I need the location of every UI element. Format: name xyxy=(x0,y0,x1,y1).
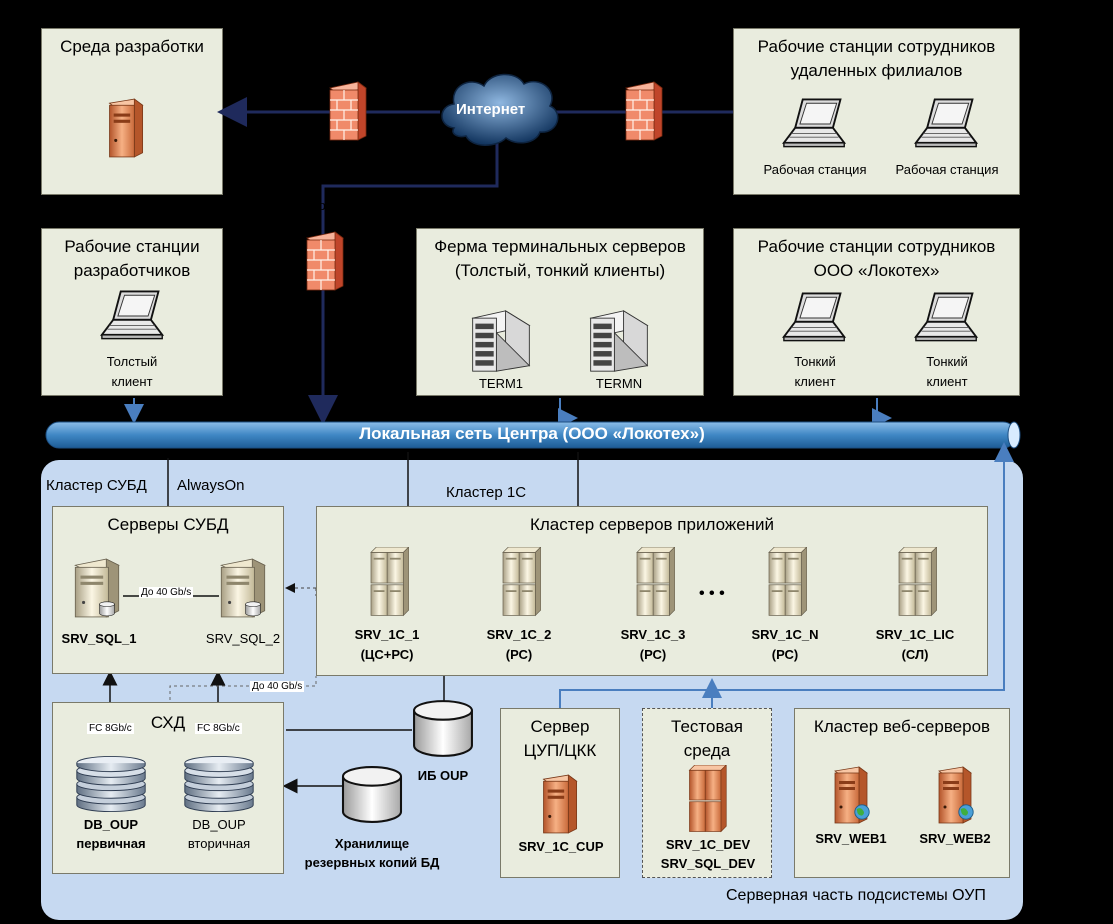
rack-server-icon xyxy=(636,547,675,616)
test-env-box: Тестовая среда SRV_1C_DEV SRV_SQL_DEV xyxy=(642,708,772,878)
app-server-role: (ЦС+РС) xyxy=(360,647,414,662)
database-icon xyxy=(245,601,261,617)
ellipsis: • • • xyxy=(699,585,725,602)
db-storage-icon xyxy=(184,755,254,813)
thin-client-2-line1: Тонкий xyxy=(926,354,968,369)
dev-ws-box: Рабочие станции разработчиков Толстый кл… xyxy=(41,228,223,396)
db1-name: DB_OUP xyxy=(83,817,139,832)
remote-ws-box: Рабочие станции сотрудников удаленных фи… xyxy=(733,28,1020,195)
sql-speed-label: До 40 Gb/s xyxy=(139,587,194,598)
db2-name: DB_OUP xyxy=(192,817,246,832)
database-icon xyxy=(99,601,115,617)
db1-role: первичная xyxy=(76,836,146,851)
ib-database-icon xyxy=(413,700,473,757)
lan-pipe xyxy=(45,421,1021,449)
cluster-dbms-label: Кластер СУБД xyxy=(46,477,147,494)
local-ws-title-2: ООО «Локотех» xyxy=(813,261,940,280)
db2-role: вторичная xyxy=(187,836,251,851)
rack-server-icon xyxy=(370,547,409,616)
test-env-title-2: среда xyxy=(683,741,731,760)
app-cluster-box: Кластер серверов приложений • • • SRV_1C… xyxy=(316,506,988,676)
firewall-label: Сетевой экран xyxy=(287,52,376,67)
server-part-label: Серверная часть подсистемы ОУП xyxy=(726,887,986,904)
rack-server-icon xyxy=(898,547,937,616)
firewall-label: Сетевой экран xyxy=(252,198,341,213)
fc-label-2: FC 8Gb/c xyxy=(195,723,242,734)
cup-server-name: SRV_1C_CUP xyxy=(518,839,604,854)
cup-title-2: ЦУП/ЦКК xyxy=(523,741,597,760)
dev-env-title: Среда разработки xyxy=(60,37,204,56)
db-server-icon xyxy=(74,558,120,618)
alwayson-label: AlwaysOn xyxy=(177,477,245,494)
globe-icon xyxy=(958,804,974,820)
storage-title: СХД xyxy=(150,713,186,732)
dev-env-box: Среда разработки xyxy=(41,28,223,195)
storage-box: СХД FC 8Gb/c FC 8Gb/c DB_OUP первичная D… xyxy=(52,702,284,874)
test-env-title-1: Тестовая xyxy=(671,717,743,736)
test-server-name-1: SRV_1C_DEV xyxy=(665,837,751,852)
ib-oup-label: ИБ OUP xyxy=(417,768,469,783)
fc-label-1: FC 8Gb/c xyxy=(87,723,134,734)
rack-server-icon xyxy=(502,547,541,616)
test-server-icon xyxy=(689,765,727,832)
lan-label: Локальная сеть Центра (ООО «Локотех») xyxy=(359,424,705,443)
db-servers-box: Серверы СУБД До 40 Gb/s SRV_SQL_1 SRV_SQ… xyxy=(52,506,284,674)
remote-ws-title-1: Рабочие станции сотрудников xyxy=(757,37,996,56)
app-server-role: (РС) xyxy=(505,647,533,662)
thin-client-1-line1: Тонкий xyxy=(794,354,836,369)
cloud-icon xyxy=(441,73,559,146)
web1-label: SRV_WEB1 xyxy=(815,831,887,846)
terminal-farm-title-2: (Толстый, тонкий клиенты) xyxy=(454,261,666,280)
term1-label: TERM1 xyxy=(478,376,524,391)
rack-server-icon xyxy=(768,547,807,616)
remote-ws-label-2: Рабочая станция xyxy=(895,162,999,177)
backup-storage-icon xyxy=(341,766,403,823)
app-cluster-title: Кластер серверов приложений xyxy=(529,515,775,534)
thin-client-1-line2: клиент xyxy=(794,374,836,389)
remote-ws-label-1: Рабочая станция xyxy=(763,162,867,177)
local-ws-box: Рабочие станции сотрудников ООО «Локотех… xyxy=(733,228,1020,396)
terminal-farm-title-1: Ферма терминальных серверов xyxy=(434,237,686,256)
thin-client-2-line2: клиент xyxy=(926,374,968,389)
dev-ws-title-2: разработчиков xyxy=(73,261,191,280)
internet-label: Интернет xyxy=(456,101,526,118)
sql1-label: SRV_SQL_1 xyxy=(61,631,137,646)
terminal-farm-box: Ферма терминальных серверов (Толстый, то… xyxy=(416,228,704,396)
app-server-name: SRV_1C_N xyxy=(751,627,819,642)
app-server-role: (СЛ) xyxy=(901,647,929,662)
cluster-1c-label: Кластер 1С xyxy=(446,484,527,501)
backup-label-2: резервных копий БД xyxy=(304,855,440,870)
app-server-role: (РС) xyxy=(771,647,799,662)
app-server-name: SRV_1C_2 xyxy=(486,627,552,642)
app-server-role: (РС) xyxy=(639,647,667,662)
dev-ws-title-1: Рабочие станции xyxy=(64,237,200,256)
cup-title-1: Сервер xyxy=(530,717,590,736)
thick-client-line2: клиент xyxy=(111,374,153,389)
app-server-name: SRV_1C_LIC xyxy=(875,627,955,642)
cup-box: Сервер ЦУП/ЦКК SRV_1C_CUP xyxy=(500,708,620,878)
web-cluster-box: Кластер веб-серверов SRV_WEB1 SRV_WEB2 xyxy=(794,708,1010,878)
web2-label: SRV_WEB2 xyxy=(919,831,991,846)
termn-label: TERMN xyxy=(595,376,643,391)
backup-label-1: Хранилище xyxy=(334,836,410,851)
db-servers-title: Серверы СУБД xyxy=(107,515,229,534)
local-ws-title-1: Рабочие станции сотрудников xyxy=(757,237,996,256)
db-server-icon xyxy=(220,558,266,618)
app-server-name: SRV_1C_3 xyxy=(620,627,686,642)
app-server-name: SRV_1C_1 xyxy=(354,627,420,642)
db-storage-icon xyxy=(76,755,146,813)
globe-icon xyxy=(854,804,870,820)
cup-server-icon xyxy=(542,774,578,834)
sql2-label: SRV_SQL_2 xyxy=(205,631,281,646)
storage-speed-label: До 40 Gb/s xyxy=(250,681,305,692)
remote-ws-title-2: удаленных филиалов xyxy=(790,61,963,80)
thick-client-line1: Толстый xyxy=(106,354,158,369)
firewall-label: Сетевой экран xyxy=(580,52,669,67)
web-cluster-title: Кластер веб-серверов xyxy=(813,717,991,736)
test-server-name-2: SRV_SQL_DEV xyxy=(660,856,756,871)
